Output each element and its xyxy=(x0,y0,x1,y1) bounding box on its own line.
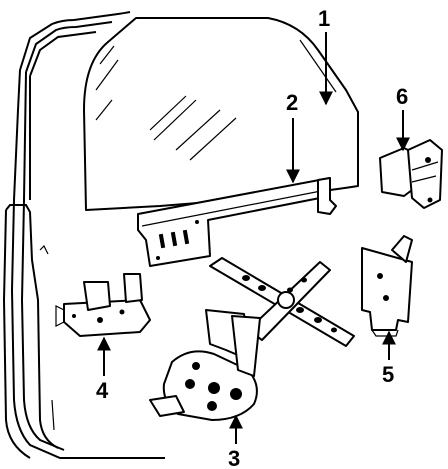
callout-label-1: 1 xyxy=(318,6,330,31)
latch-plate xyxy=(361,235,413,337)
door-frame xyxy=(2,11,165,459)
callout-label-6: 6 xyxy=(396,84,408,109)
callout-label-3: 3 xyxy=(228,446,240,469)
callout-6: 6 xyxy=(396,84,410,152)
callout-label-5: 5 xyxy=(382,362,394,387)
glass-channel-bracket xyxy=(137,177,337,267)
window-regulator xyxy=(149,257,355,421)
callout-4: 4 xyxy=(96,336,111,403)
inside-handle-bracket xyxy=(55,273,151,337)
callout-label-4: 4 xyxy=(96,378,109,403)
hinge-bracket xyxy=(379,139,443,209)
callout-1: 1 xyxy=(318,6,333,106)
callout-label-2: 2 xyxy=(286,90,298,115)
callout-2: 2 xyxy=(286,90,300,184)
callout-5: 5 xyxy=(382,330,396,387)
callout-3: 3 xyxy=(228,414,243,469)
